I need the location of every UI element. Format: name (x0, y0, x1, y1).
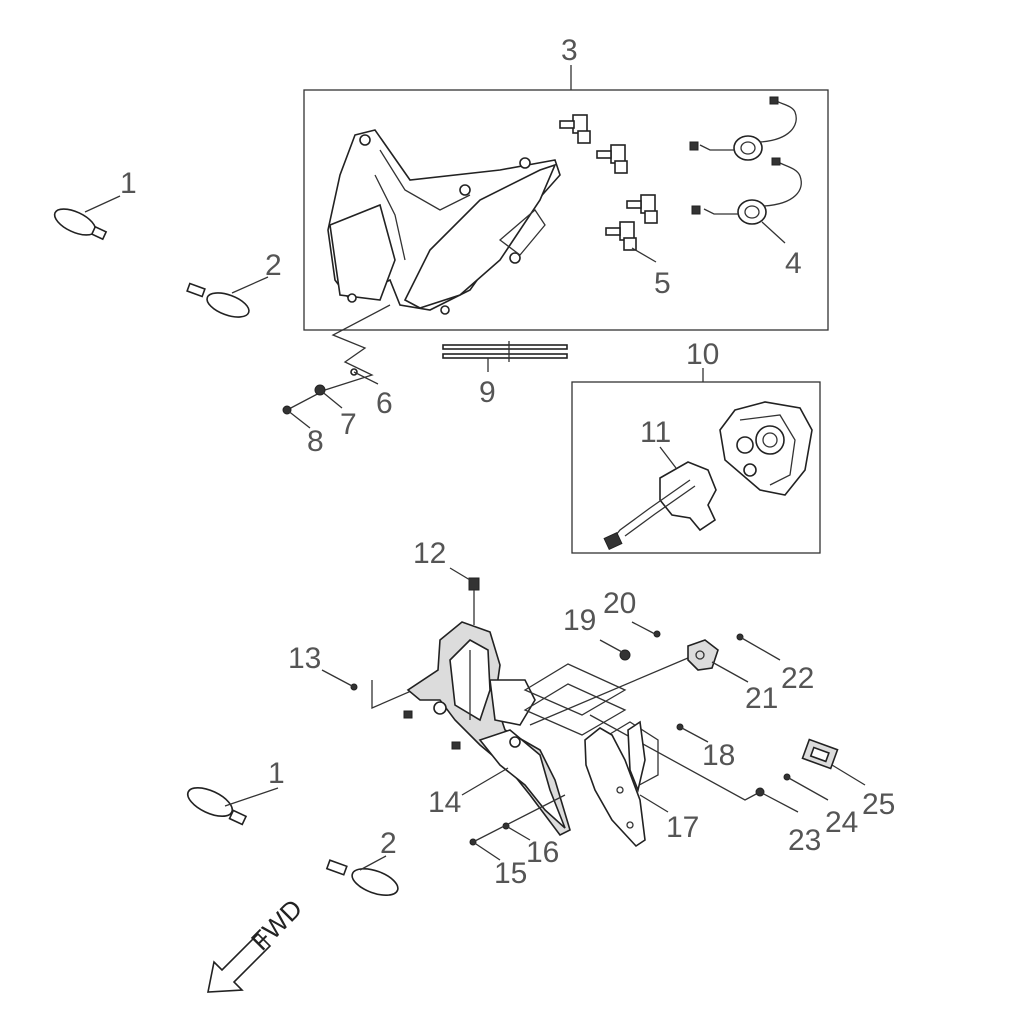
tail-light-housing (719, 401, 813, 496)
callout-7: 7 (340, 408, 357, 441)
leader-11 (659, 446, 677, 469)
bulb-socket (596, 144, 628, 174)
callout-16: 16 (526, 836, 559, 869)
callout-1-bottom: 1 (268, 757, 285, 790)
part-14-rear-fender-bracket (403, 621, 571, 837)
leader-4 (761, 221, 786, 244)
callout-2-bottom: 2 (380, 827, 397, 860)
leader-2-bottom (359, 855, 387, 871)
bulb-socket (559, 114, 591, 144)
leader-2-top (231, 276, 269, 294)
callout-10: 10 (686, 338, 719, 371)
callout-18: 18 (702, 739, 735, 772)
leader-to-21 (529, 654, 696, 726)
callout-20: 20 (603, 587, 636, 620)
callout-2-top: 2 (265, 249, 282, 282)
callout-22: 22 (781, 662, 814, 695)
callout-23: 23 (788, 824, 821, 857)
callout-19: 19 (563, 604, 596, 637)
leader-6 (353, 371, 379, 385)
leader-12 (449, 567, 471, 581)
callout-3: 3 (561, 34, 578, 67)
callout-11: 11 (640, 416, 671, 449)
headlight-assembly (327, 129, 561, 315)
callout-8: 8 (307, 425, 324, 458)
leader-16 (505, 825, 531, 841)
leader-5 (631, 247, 657, 263)
leader-25 (831, 764, 866, 786)
callout-1-top: 1 (120, 167, 137, 200)
leader-13 (321, 669, 355, 688)
callout-13: 13 (288, 642, 321, 675)
leader-22 (739, 636, 781, 661)
headlight-bulb (689, 96, 797, 161)
bulb-socket-group (559, 114, 658, 263)
part-25-license-light (801, 738, 839, 770)
tail-light-circuit-board (603, 446, 717, 551)
part-19-washer (619, 649, 631, 661)
assembly-leader-lines (523, 663, 627, 716)
callout-25: 25 (862, 788, 895, 821)
callout-6: 6 (376, 387, 393, 420)
rear-turn-signal-left (186, 786, 248, 826)
front-turn-signal-right (186, 276, 269, 318)
leader-24 (786, 776, 829, 801)
headlight-group-box (303, 89, 829, 331)
rear-turn-signal-right (325, 859, 399, 896)
leader-15-run (472, 794, 566, 843)
leader-8 (286, 409, 311, 429)
part-21-bracket (687, 639, 719, 671)
leader-18 (679, 726, 709, 743)
leader-20 (631, 621, 656, 635)
callout-15: 15 (494, 857, 527, 890)
callout-21: 21 (745, 682, 778, 715)
leader-15 (472, 841, 501, 861)
leader-1-bottom (224, 787, 279, 807)
forward-direction-arrow-icon (207, 932, 272, 993)
part-9-strips (442, 341, 568, 372)
fastener-leader-zigzag (286, 304, 391, 411)
callout-9: 9 (479, 376, 496, 409)
part-17-license-plate-bracket (584, 720, 646, 848)
leader-7 (319, 389, 343, 409)
leader-17 (639, 794, 669, 813)
bulb-socket (626, 194, 658, 224)
leader-19 (599, 639, 623, 653)
callout-14: 14 (428, 786, 461, 819)
headlight-bulb (691, 157, 802, 225)
callout-17: 17 (666, 811, 699, 844)
leader-14 (461, 767, 509, 796)
callout-5: 5 (654, 267, 671, 300)
callout-4: 4 (785, 247, 802, 280)
callout-12: 12 (413, 537, 446, 570)
part-17-leader-box (599, 721, 659, 791)
assembly-leader-lines-2 (523, 683, 627, 736)
bulb-socket (605, 221, 637, 251)
front-turn-signal-left (53, 195, 121, 241)
headlight-bulb-group (689, 96, 802, 244)
leader-21 (711, 661, 749, 683)
leader-1-top (84, 195, 121, 213)
callout-24: 24 (825, 806, 858, 839)
tail-light-group-box (571, 381, 821, 554)
leader-23 (759, 791, 799, 813)
part-12-bolt (468, 577, 480, 591)
